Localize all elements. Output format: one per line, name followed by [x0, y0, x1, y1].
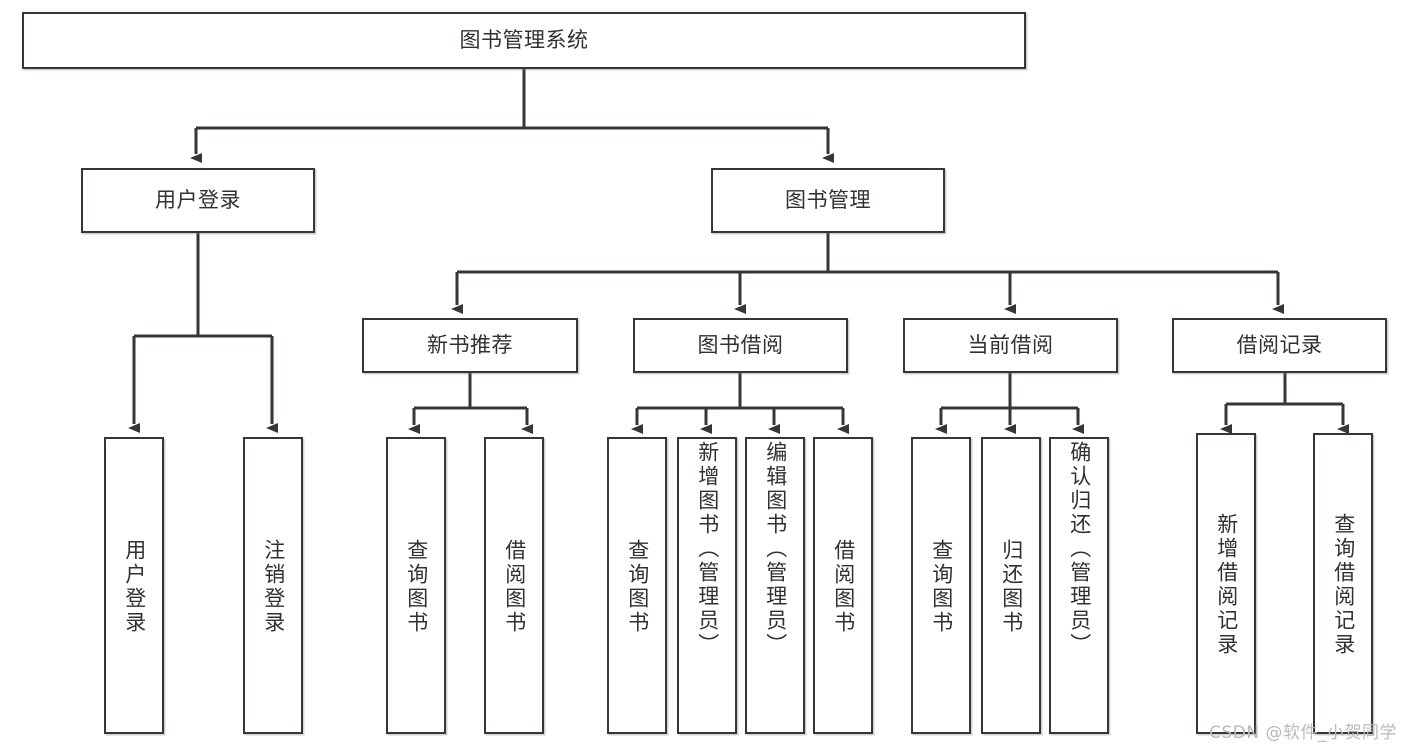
csdn-watermark: CSDN @软件_小贺同学 [1209, 723, 1397, 743]
node-leaf-query-record-label: 查询借阅记录 [1331, 512, 1356, 657]
node-leaf-borrow-book-2[interactable]: 借阅图书 [813, 437, 873, 734]
node-book-borrow-label: 图书借阅 [697, 332, 784, 357]
node-leaf-query-book-3-label: 查询图书 [929, 538, 954, 635]
node-leaf-query-book-2[interactable]: 查询图书 [607, 437, 667, 734]
node-leaf-query-book-1[interactable]: 查询图书 [386, 437, 446, 734]
node-book-management-label: 图书管理 [785, 187, 871, 212]
node-leaf-borrow-book-1[interactable]: 借阅图书 [484, 437, 544, 734]
node-root[interactable]: 图书管理系统 [22, 12, 1026, 69]
node-leaf-user-login[interactable]: 用户登录 [104, 437, 164, 734]
node-root-label: 图书管理系统 [459, 27, 589, 52]
node-leaf-user-logout-label: 注销登录 [261, 538, 286, 635]
node-leaf-edit-book[interactable]: 编辑图书（管理员） [745, 437, 805, 734]
node-current-borrow[interactable]: 当前借阅 [903, 318, 1118, 373]
node-book-management[interactable]: 图书管理 [711, 168, 945, 233]
node-leaf-query-book-2-label: 查询图书 [625, 538, 650, 635]
node-leaf-query-book-1-label: 查询图书 [404, 538, 429, 635]
node-borrow-records-label: 借阅记录 [1236, 332, 1323, 357]
node-book-borrow[interactable]: 图书借阅 [633, 318, 848, 373]
node-new-book-recommend[interactable]: 新书推荐 [362, 318, 578, 373]
node-new-book-recommend-label: 新书推荐 [427, 332, 513, 357]
node-current-borrow-label: 当前借阅 [967, 332, 1054, 357]
node-leaf-return-book-label: 归还图书 [999, 538, 1024, 635]
node-leaf-add-book[interactable]: 新增图书（管理员） [677, 437, 737, 734]
node-leaf-return-book[interactable]: 归还图书 [981, 437, 1041, 734]
node-leaf-edit-book-label: 编辑图书（管理员） [763, 441, 788, 657]
node-leaf-add-book-label: 新增图书（管理员） [695, 441, 720, 657]
node-leaf-query-record[interactable]: 查询借阅记录 [1313, 433, 1373, 734]
node-user-login[interactable]: 用户登录 [81, 168, 315, 233]
node-borrow-records[interactable]: 借阅记录 [1172, 318, 1387, 373]
node-leaf-add-record[interactable]: 新增借阅记录 [1196, 433, 1256, 734]
node-leaf-borrow-book-1-label: 借阅图书 [502, 538, 527, 635]
node-leaf-query-book-3[interactable]: 查询图书 [911, 437, 971, 734]
node-leaf-add-record-label: 新增借阅记录 [1214, 512, 1239, 657]
node-leaf-confirm-return-label: 确认归还（管理员） [1067, 441, 1092, 657]
node-leaf-user-logout[interactable]: 注销登录 [243, 437, 303, 734]
node-leaf-confirm-return[interactable]: 确认归还（管理员） [1049, 437, 1109, 734]
node-user-login-label: 用户登录 [155, 187, 241, 212]
node-leaf-borrow-book-2-label: 借阅图书 [831, 538, 856, 635]
node-leaf-user-login-label: 用户登录 [122, 538, 147, 635]
